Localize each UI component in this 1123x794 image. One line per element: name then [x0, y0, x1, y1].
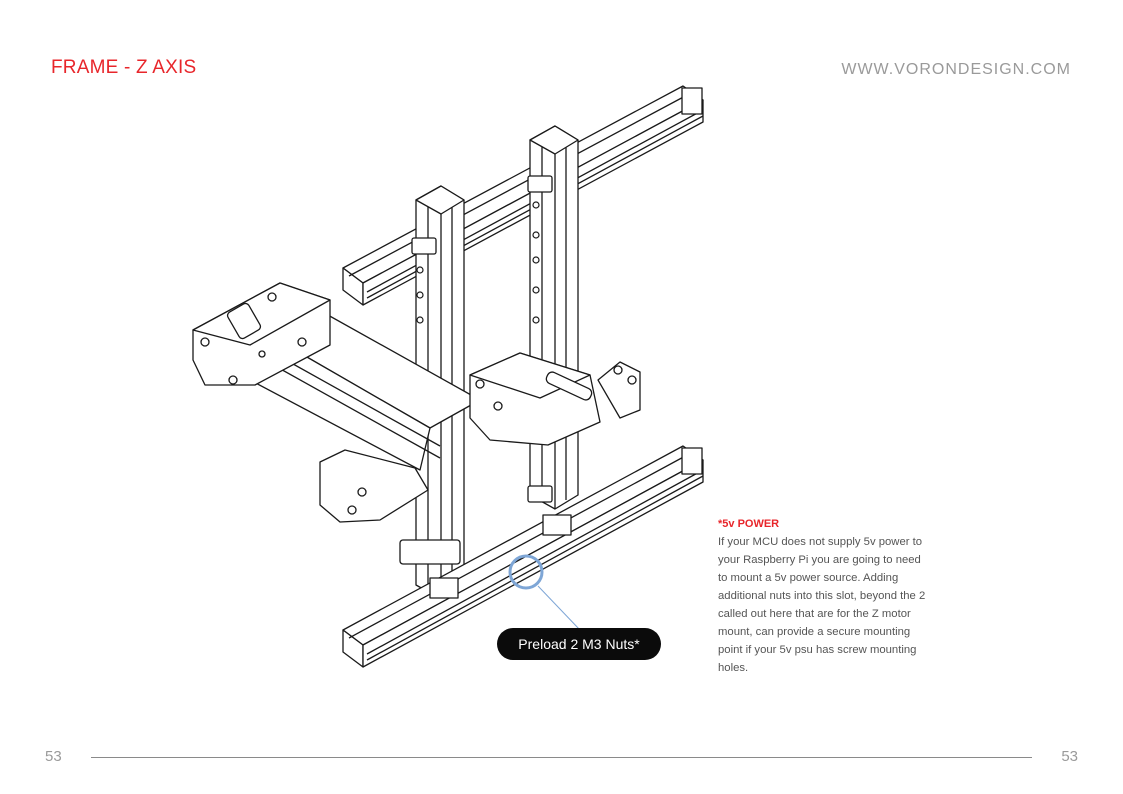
bracket-rear-top	[527, 175, 553, 193]
footer-divider	[91, 757, 1032, 758]
bracket-front-bottom	[399, 539, 461, 565]
end-cap-top	[681, 87, 703, 115]
page-number-right: 53	[1061, 748, 1078, 765]
motor-housing	[192, 282, 331, 386]
nut-slot-highlight	[508, 554, 544, 590]
preload-nuts-callout: Preload 2 M3 Nuts*	[497, 628, 661, 660]
top-horizontal-extrusion	[342, 85, 704, 306]
bracket-front-top	[411, 237, 437, 255]
power-note: *5v POWER If your MCU does not supply 5v…	[718, 515, 933, 677]
end-cap-bottom	[681, 447, 703, 475]
power-note-body: If your MCU does not supply 5v power to …	[718, 536, 926, 674]
bracket-rear-bottom	[527, 485, 553, 503]
power-note-heading: *5v POWER	[718, 518, 780, 530]
foot-front	[429, 577, 459, 599]
foot-rear	[542, 514, 572, 536]
page-number-left: 53	[45, 748, 62, 765]
corner-bracket	[469, 352, 641, 446]
page-title: FRAME - Z AXIS	[51, 57, 197, 78]
lower-mount	[319, 449, 429, 523]
website-url: WWW.VORONDESIGN.COM	[841, 61, 1071, 78]
callout-leader-line	[537, 585, 581, 631]
